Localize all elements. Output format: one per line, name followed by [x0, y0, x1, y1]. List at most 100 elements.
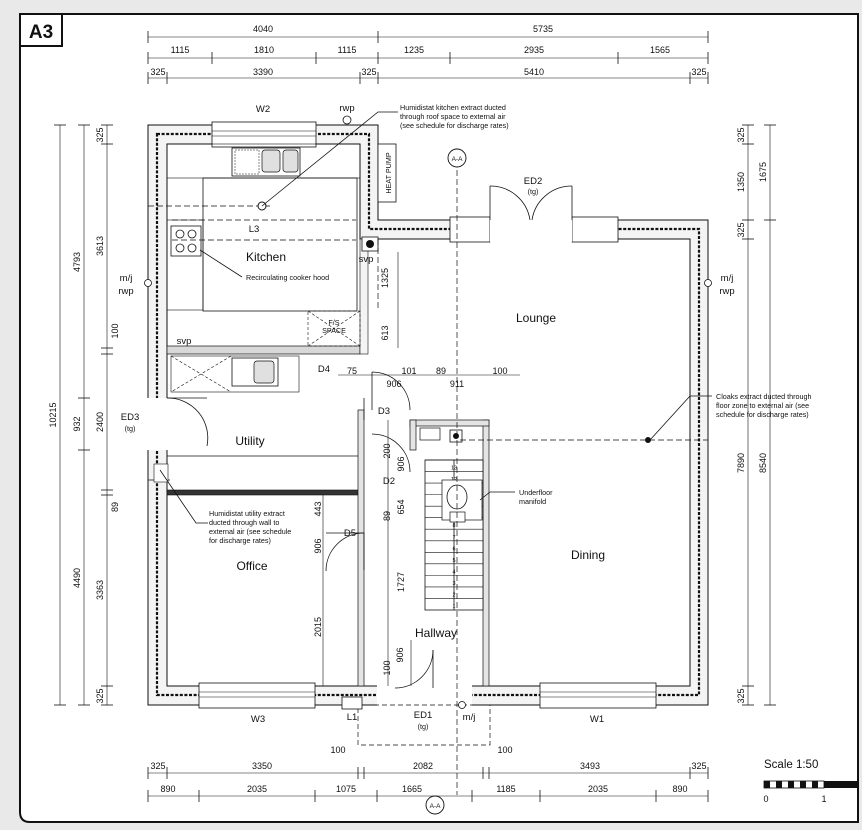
note-kitchen-extract-3: (see schedule for discharge rates)	[400, 121, 509, 130]
dim-right-3: 325	[736, 222, 746, 237]
dim-left-0: 10215	[48, 402, 58, 427]
door-ed3: ED3	[121, 412, 139, 423]
dim-int-9: 906	[396, 456, 406, 471]
kitchen-fittings: F/S SPACE HEAT PUMP	[148, 143, 397, 347]
dim-bottom-11: 1185	[496, 784, 515, 794]
dim-right-2: 1675	[758, 162, 768, 182]
note-cloaks-extract-3: schedule for discharge rates)	[716, 410, 809, 419]
note-utility-extract-3: external air (see schedule	[209, 527, 291, 536]
doors	[325, 185, 573, 746]
room-lounge: Lounge	[516, 311, 556, 325]
door-d2: D2	[383, 476, 395, 487]
dim-left-8: 89	[110, 502, 120, 512]
section-and-ducts	[144, 115, 712, 815]
utility-fittings	[166, 355, 300, 447]
dim-int-8: 200	[382, 443, 392, 458]
dim-bottom-7: 890	[160, 784, 175, 794]
dim-left-4: 325	[95, 127, 105, 142]
sheet-border	[19, 13, 859, 823]
dim-bottom-3: 2082	[413, 761, 433, 771]
internal-dimensions: 1325 613 75 906 101 89 911 100 200 906 6…	[313, 252, 520, 686]
scale-bar: Scale 1:50 0 1	[763, 759, 858, 804]
dim-left-10: 325	[95, 688, 105, 703]
dim-left-7: 2400	[95, 412, 105, 432]
dim-top-9: 3390	[253, 67, 273, 77]
dim-bottom-12: 2035	[588, 784, 608, 794]
dim-int-16: 906	[395, 647, 405, 662]
note-utility-extract-1: Humidistat utility extract	[209, 509, 285, 518]
fs-space-label: F/S	[328, 318, 339, 327]
dim-left-2: 932	[72, 416, 82, 431]
dim-bottom-8: 2035	[247, 784, 267, 794]
annotation-notes: Humidistat kitchen extract ducted throug…	[209, 103, 812, 545]
stair-number: 3	[452, 581, 455, 587]
svg-text:SPACE: SPACE	[322, 326, 346, 335]
dim-int-7: 100	[492, 366, 507, 376]
light-l3: L3	[249, 224, 260, 235]
dim-right-1: 1350	[736, 172, 746, 192]
dim-bottom-2: 100	[330, 745, 345, 755]
top-dimensions: 4040 5735 1115 1810 1115 1235 2935 1565 …	[147, 24, 709, 84]
rwp-left: rwp	[118, 286, 133, 297]
room-labels: Kitchen Lounge Utility Office Dining Hal…	[235, 250, 605, 640]
dim-bottom-4: 100	[497, 745, 512, 755]
dim-left-3: 4490	[72, 568, 82, 588]
cloaks-fittings	[419, 427, 483, 523]
stair-number: 2	[452, 592, 455, 598]
stair-number: 1	[452, 604, 455, 610]
dim-int-13: 906	[313, 538, 323, 553]
dim-int-17: 100	[382, 660, 392, 675]
window-w3: W3	[251, 714, 265, 725]
dim-int-5: 89	[436, 366, 446, 376]
dim-top-7: 1565	[650, 45, 670, 55]
dim-top-12: 325	[691, 67, 706, 77]
sheet-id: A3	[29, 22, 53, 43]
section-mark-top: A-A	[452, 156, 464, 163]
dim-int-14: 1727	[396, 572, 406, 592]
stair-number: 13	[451, 466, 457, 472]
note-kitchen-extract-1: Humidistat kitchen extract ducted	[400, 103, 506, 112]
dim-top-3: 1810	[254, 45, 274, 55]
scale-tick-1: 1	[821, 794, 826, 804]
dim-bottom-0: 325	[150, 761, 165, 771]
mj-bottom: m/j	[463, 712, 476, 723]
dim-top-4: 1115	[338, 45, 357, 55]
right-dimensions: 325 1350 1675 325 7890 8540 325	[736, 124, 776, 706]
svp-kitchen: svp	[359, 254, 374, 265]
dim-bottom-1: 3350	[252, 761, 272, 771]
note-utility-extract-2: ducted through wall to	[209, 518, 279, 527]
scale-tick-0: 0	[763, 794, 768, 804]
room-office: Office	[236, 559, 267, 573]
dim-bottom-13: 890	[672, 784, 687, 794]
heat-pump-label: HEAT PUMP	[384, 152, 393, 193]
dim-bottom-9: 1075	[336, 784, 356, 794]
dim-left-9: 3363	[95, 580, 105, 600]
dim-right-5: 8540	[758, 453, 768, 473]
dim-top-10: 325	[361, 67, 376, 77]
note-cloaks-extract-2: floor zone to external air (see	[716, 401, 809, 410]
note-kitchen-extract-2: through roof space to external air	[400, 112, 506, 121]
stair-number: 5	[452, 558, 455, 564]
dim-int-3: 906	[386, 379, 401, 389]
note-underfloor-2: manifold	[519, 497, 546, 506]
dim-left-5: 3613	[95, 236, 105, 256]
door-ed1-tg: (tg)	[418, 722, 429, 731]
note-utility-extract-4: for discharge rates)	[209, 536, 271, 545]
dim-int-11: 89	[382, 511, 392, 521]
rwp-top: rwp	[339, 103, 354, 114]
dim-int-0: 1325	[380, 268, 390, 288]
left-dimensions: 10215 4793 932 4490 325 3613 100 2400 89…	[48, 124, 120, 706]
dim-top-5: 1235	[404, 45, 424, 55]
dim-left-6: 100	[110, 323, 120, 338]
note-cloaks-extract-1: Cloaks extract ducted through	[716, 392, 812, 401]
section-mark-bottom: A-A	[430, 803, 442, 810]
dim-top-2: 1115	[171, 45, 190, 55]
stair-number: 8	[452, 523, 455, 529]
room-utility: Utility	[235, 434, 264, 448]
door-d5: D5	[344, 528, 356, 539]
dim-top-11: 5410	[524, 67, 544, 77]
door-ed2-tg: (tg)	[528, 187, 539, 196]
dim-right-0: 325	[736, 127, 746, 142]
dim-top-8: 325	[150, 67, 165, 77]
